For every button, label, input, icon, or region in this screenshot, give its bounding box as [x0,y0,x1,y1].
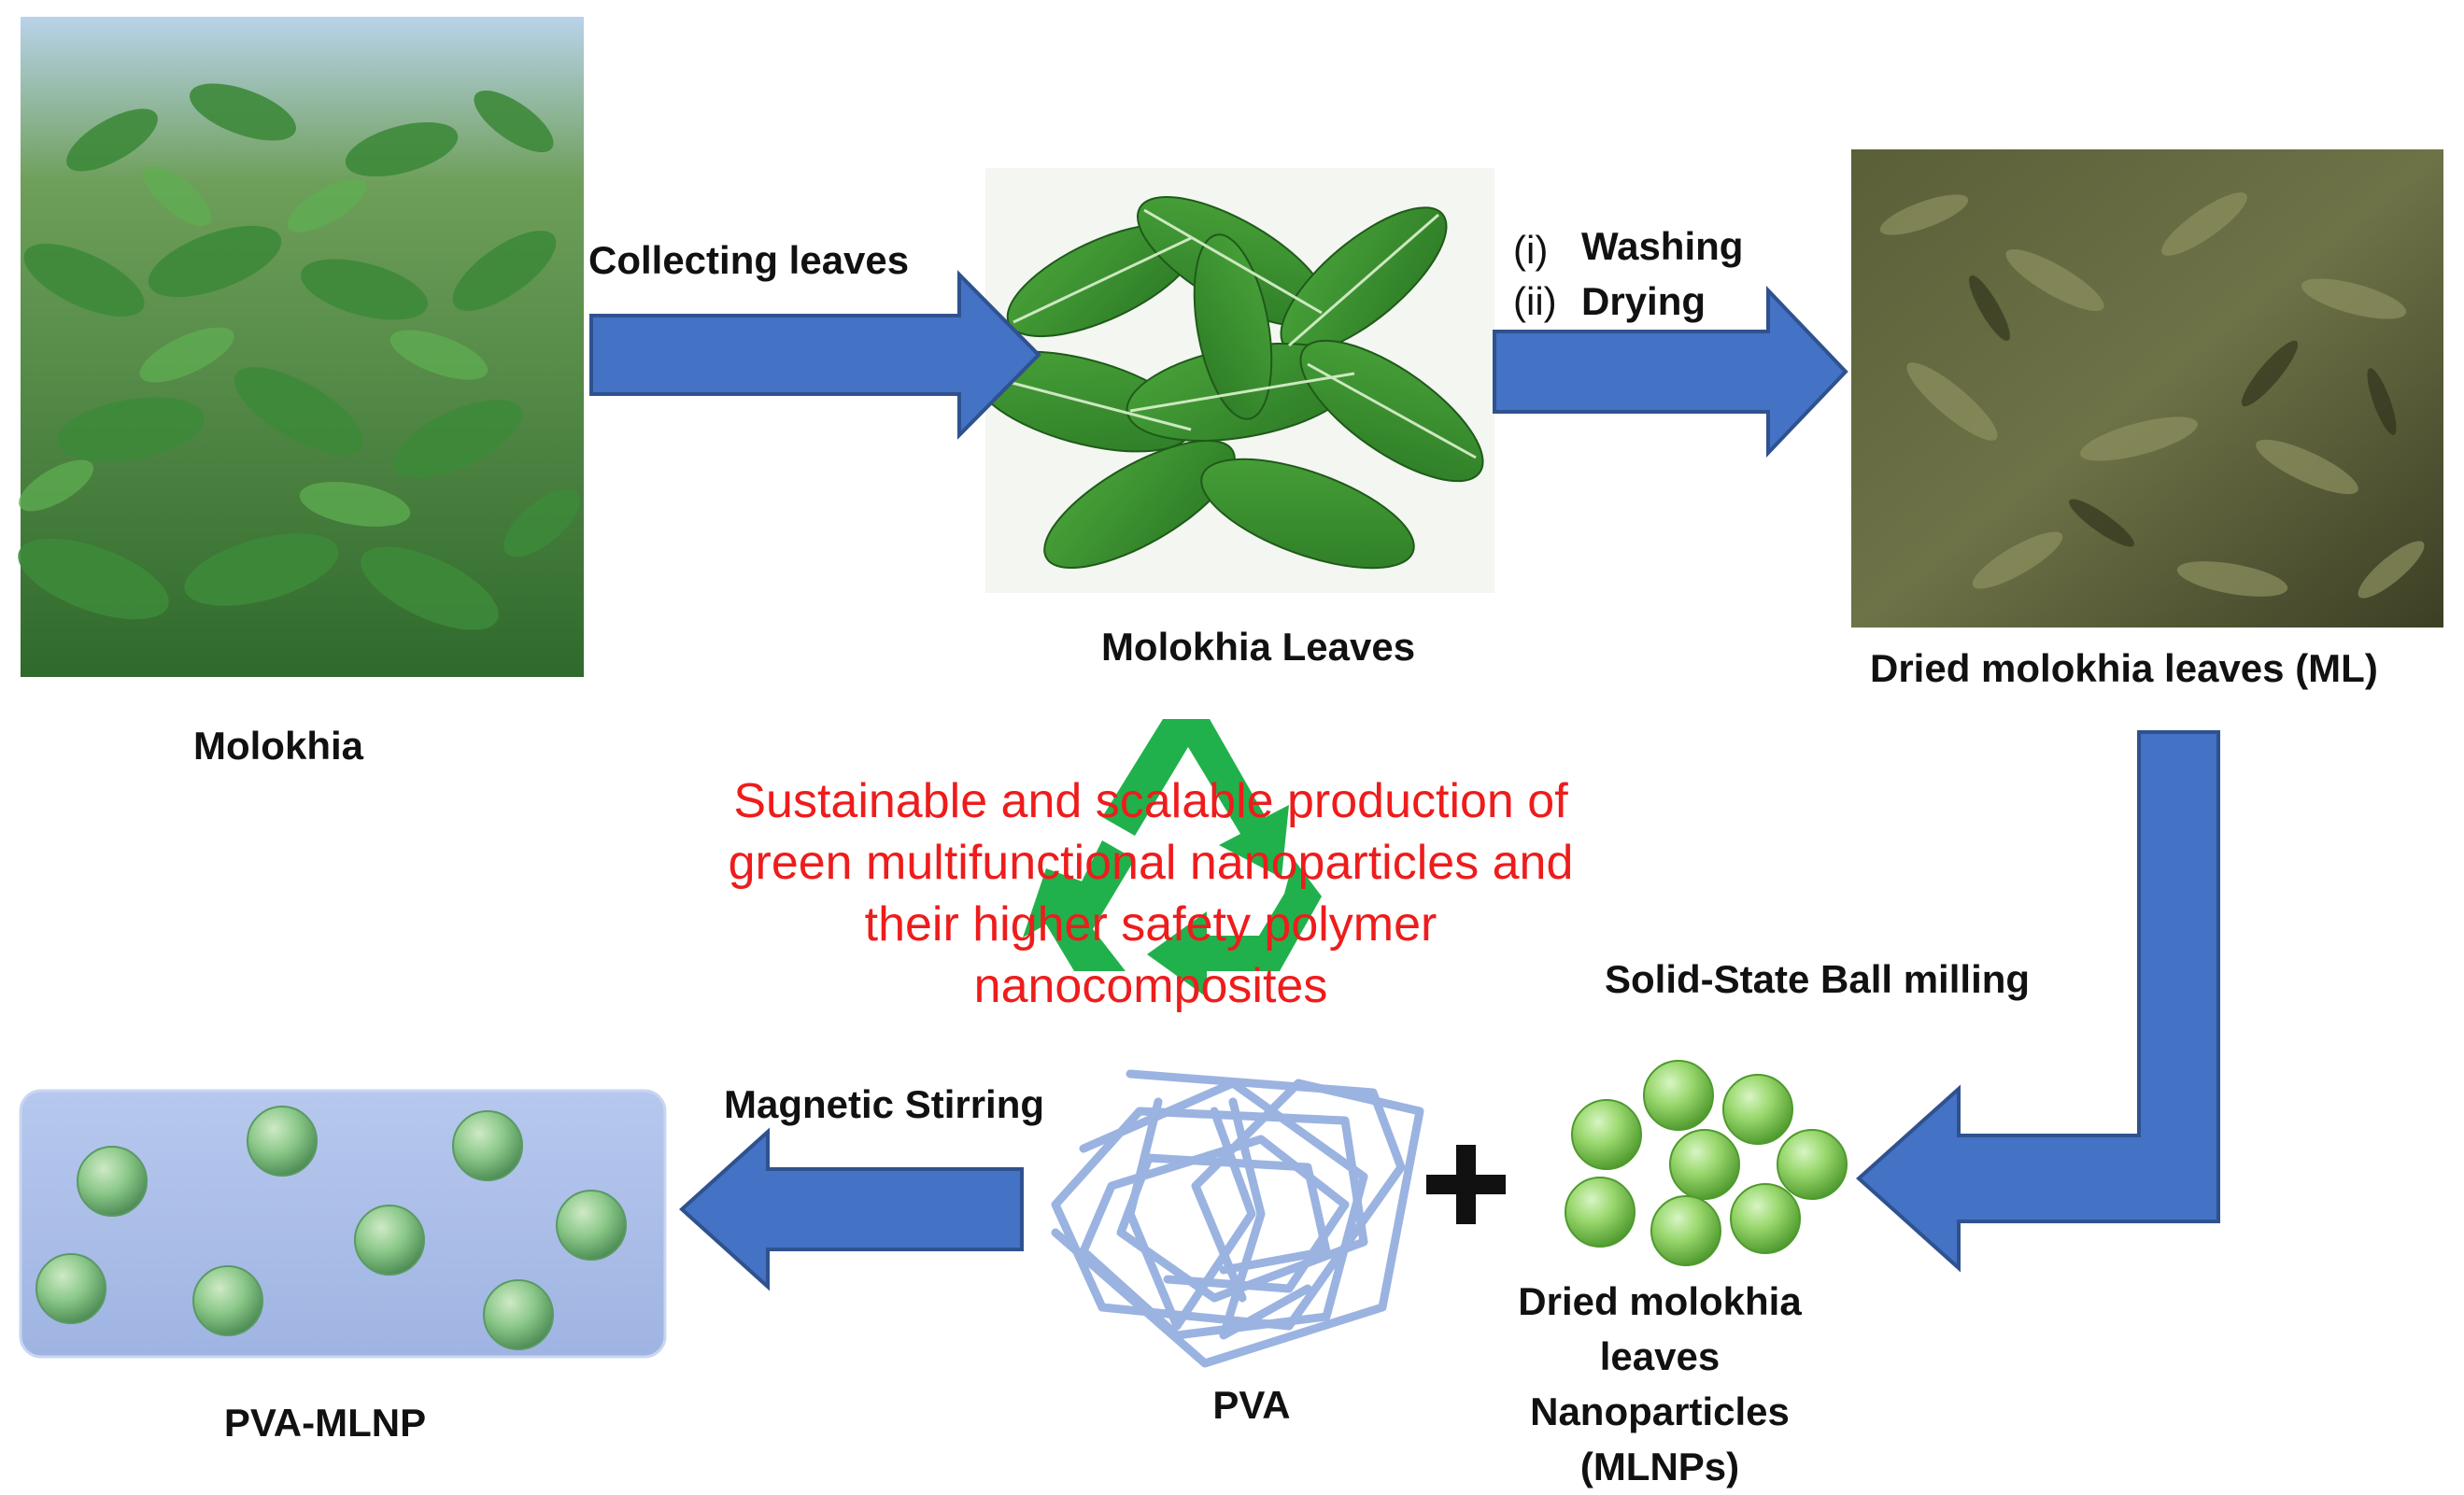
dried-leaves-image [1851,149,2443,628]
dried-leaves-label: Dried molokhia leaves (ML) [1870,646,2378,690]
molokhia-leaves-label: Molokhia Leaves [1100,625,1416,669]
sustainability-statement-line-2: green multifunctional nanoparticles and [728,836,1574,890]
washing-label: Washing [1581,224,1744,268]
molokhia-plant-image [18,17,584,677]
mlnp-particle-cluster [1565,1060,1848,1266]
drying-label: Drying [1581,279,1706,323]
pva-label: PVA [1212,1383,1291,1427]
mlnp-label-line-4: (MLNPs) [1579,1445,1740,1488]
pva-strands-graphic [1051,1069,1424,1368]
sustainability-statement-line-1: Sustainable and scalable production of [733,774,1568,828]
molokhia-leaves-image [973,168,1494,593]
arrow-ball-milling [1856,730,2220,1273]
sustainability-statement-line-4: nanocomposites [973,959,1328,1013]
pva-mlnp-composite-graphic [19,1089,667,1359]
mlnp-label-line-1: Dried molokhia [1518,1279,1802,1323]
plus-icon [1426,1145,1506,1224]
sustainability-statement-line-3: their higher safety polymer [864,897,1437,952]
arrow-collecting [589,270,1041,440]
molokhia-label: Molokhia [192,724,364,768]
mlnp-label-line-2: leaves [1599,1334,1721,1378]
pva-mlnp-label: PVA-MLNP [223,1401,427,1445]
arrow-washing [1493,286,1848,458]
mlnp-label-line-3: Nanoparticles [1530,1389,1790,1433]
arrow-magnetic-stirring [679,1127,1024,1291]
recycle-icon [1023,719,1322,997]
magnetic-stirring-label: Magnetic Stirring [724,1082,1045,1126]
ball-milling-label: Solid-State Ball milling [1605,957,2031,1001]
drying-step-number: (ii) [1513,279,1557,323]
collecting-leaves-label: Collecting leaves [588,238,910,282]
washing-step-number: (i) [1513,228,1549,272]
